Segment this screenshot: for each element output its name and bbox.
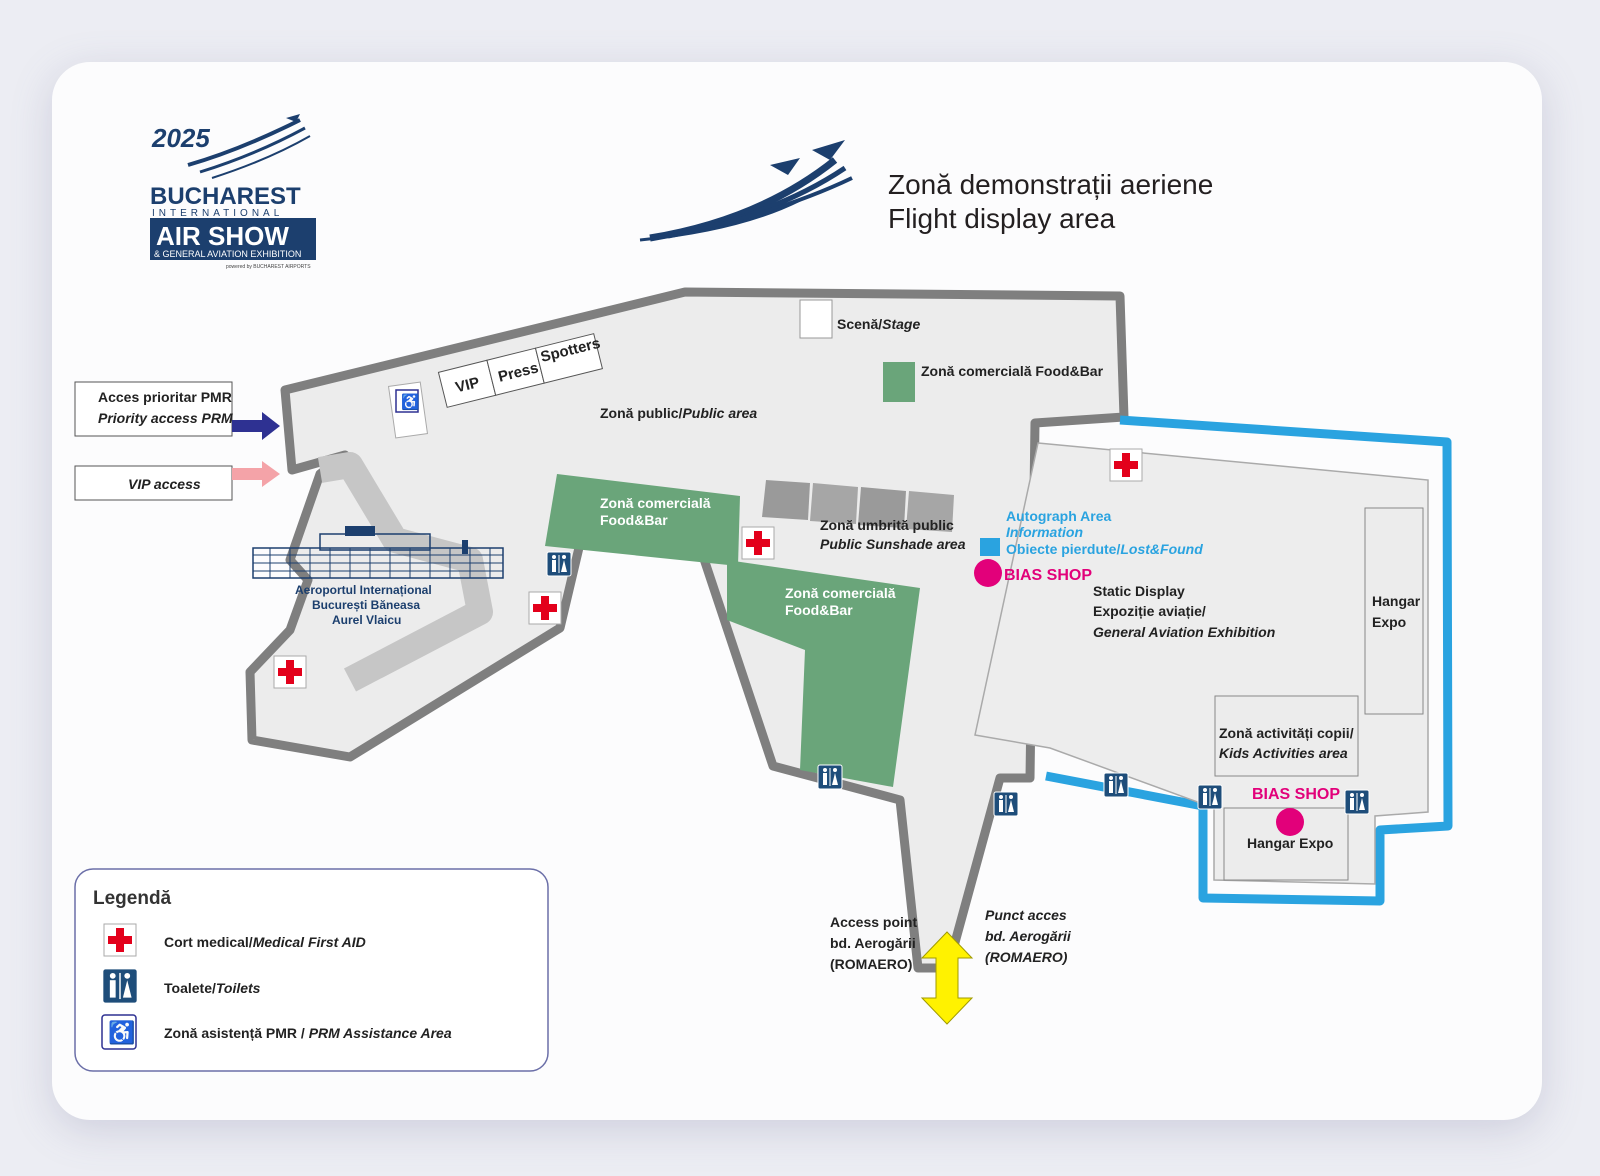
autograph-label: Autograph Area <box>1006 508 1111 524</box>
legend-title: Legendă <box>93 888 172 909</box>
svg-text:♿: ♿ <box>401 393 420 411</box>
hangar-expo-right <box>1364 507 1424 715</box>
legend-medical-icon <box>103 923 137 957</box>
flight-display-jets-icon <box>639 140 853 242</box>
punct-acces-label-1: Punct acces <box>985 907 1067 923</box>
kids-area-box <box>1214 695 1359 777</box>
food-bar-top-label: Zonă comercială Food&Bar <box>921 363 1104 379</box>
information-marker <box>980 538 1000 556</box>
bias-shop-label-1: BIAS SHOP <box>1004 567 1092 584</box>
logo-gae: & GENERAL AVIATION EXHIBITION <box>154 249 301 259</box>
food-bar-center-label-2: Food&Bar <box>785 602 853 618</box>
legend-toilets-label: Toalete/Toilets <box>164 980 261 996</box>
flight-display-title-en: Flight display area <box>888 203 1116 234</box>
legend-prm-label: Zonă asistență PMR / PRM Assistance Area <box>164 1025 452 1041</box>
medical-marker <box>741 526 775 560</box>
prm-access-box <box>74 381 233 437</box>
bias-shop-marker-2 <box>1276 808 1304 836</box>
food-bar-top-box <box>883 362 915 402</box>
stage-label: Scenă/Stage <box>837 316 920 332</box>
food-bar-left-zone <box>545 474 740 566</box>
food-bar-center-label-1: Zonă comercială <box>785 585 896 601</box>
toilet-marker <box>1103 772 1129 798</box>
svg-text:♿: ♿ <box>108 1020 135 1045</box>
food-bar-left-label-1: Zonă comercială <box>600 495 711 511</box>
tribune-boxes: VIP Press Spotters <box>437 333 604 408</box>
toilet-marker <box>1344 789 1370 815</box>
hangar-right-label-2: Expo <box>1372 614 1406 630</box>
kids-label-1: Zonă activități copii/ <box>1219 725 1354 741</box>
public-area-label: Zonă public/Public area <box>600 405 757 421</box>
legend-toilets-icon <box>101 967 139 1005</box>
food-bar-left-label-2: Food&Bar <box>600 512 668 528</box>
logo-bucharest: BUCHAREST <box>150 183 301 210</box>
static-display-boundary <box>1045 415 1453 906</box>
vip-label: VIP <box>454 374 482 396</box>
airport-terminal-icon <box>252 526 504 579</box>
logo-year: 2025 <box>151 123 210 153</box>
lost-found-label: Obiecte pierdute/Lost&Found <box>1006 541 1203 557</box>
stage-box <box>799 299 833 339</box>
wheelchair-icon: ♿ <box>395 389 420 413</box>
access-point-label-1: Access point <box>830 914 917 930</box>
information-label: Information <box>1006 524 1083 540</box>
vip-access-box <box>74 465 233 501</box>
prm-access-arrow-icon <box>232 412 280 440</box>
legend-medical-label: Cort medical/Medical First AID <box>164 934 366 950</box>
sunshade-zone <box>762 480 954 532</box>
bias-shop-label-2: BIAS SHOP <box>1252 786 1340 803</box>
hangar-right-label-1: Hangar <box>1372 593 1421 609</box>
sunshade-label-1: Zonă umbrită public <box>820 517 954 533</box>
hangar-expo-bottom-label: Hangar Expo <box>1247 835 1333 851</box>
food-bar-center-zone <box>727 560 920 787</box>
legend: Legendă Cort medical/Medical First AID T… <box>74 868 549 1072</box>
access-point-arrow-icon <box>920 931 974 1025</box>
air-show-logo: 2025 BUCHAREST INTERNATIONAL AIR SHOW & … <box>150 114 316 270</box>
airport-label-2: București Băneasa <box>312 598 420 612</box>
prm-access-label-2: Priority access PRM <box>98 410 233 426</box>
logo-powered: powered by BUCHAREST AIRPORTS <box>226 264 311 270</box>
medical-marker <box>1109 448 1143 482</box>
static-display-label-2: Expoziție aviație/ <box>1093 603 1206 619</box>
site-boundary <box>245 287 1129 973</box>
punct-acces-label-3: (ROMAERO) <box>985 949 1068 965</box>
airport-label-3: Aurel Vlaicu <box>332 613 401 627</box>
logo-international: INTERNATIONAL <box>152 208 283 219</box>
static-display-label-1: Static Display <box>1093 583 1185 599</box>
kids-label-2: Kids Activities area <box>1219 745 1348 761</box>
access-point-label-3: (ROMAERO) <box>830 956 912 972</box>
toilet-marker <box>1197 784 1223 810</box>
logo-jets-icon <box>187 114 311 179</box>
airport-label-1: Aeroportul Internațional <box>295 583 432 597</box>
punct-acces-label-2: bd. Aerogării <box>985 928 1072 944</box>
access-point-label-2: bd. Aerogării <box>830 935 916 951</box>
vip-access-arrow-icon <box>232 461 280 487</box>
logo-air-show: AIR SHOW <box>156 221 289 251</box>
toilet-marker <box>993 791 1019 817</box>
toilet-marker <box>817 764 843 790</box>
static-display-label-3: General Aviation Exhibition <box>1093 624 1275 640</box>
medical-marker <box>273 655 307 689</box>
medical-marker <box>528 591 562 625</box>
flight-display-title-ro: Zonă demonstrații aeriene <box>888 169 1213 200</box>
legend-wheelchair-icon: ♿ <box>101 1014 137 1050</box>
bias-shop-marker-1 <box>974 559 1002 587</box>
sunshade-label-2: Public Sunshade area <box>820 536 966 552</box>
prm-access-label-1: Acces prioritar PMR <box>98 389 232 405</box>
toilet-marker <box>546 551 572 577</box>
vip-access-label: VIP access <box>128 476 201 492</box>
